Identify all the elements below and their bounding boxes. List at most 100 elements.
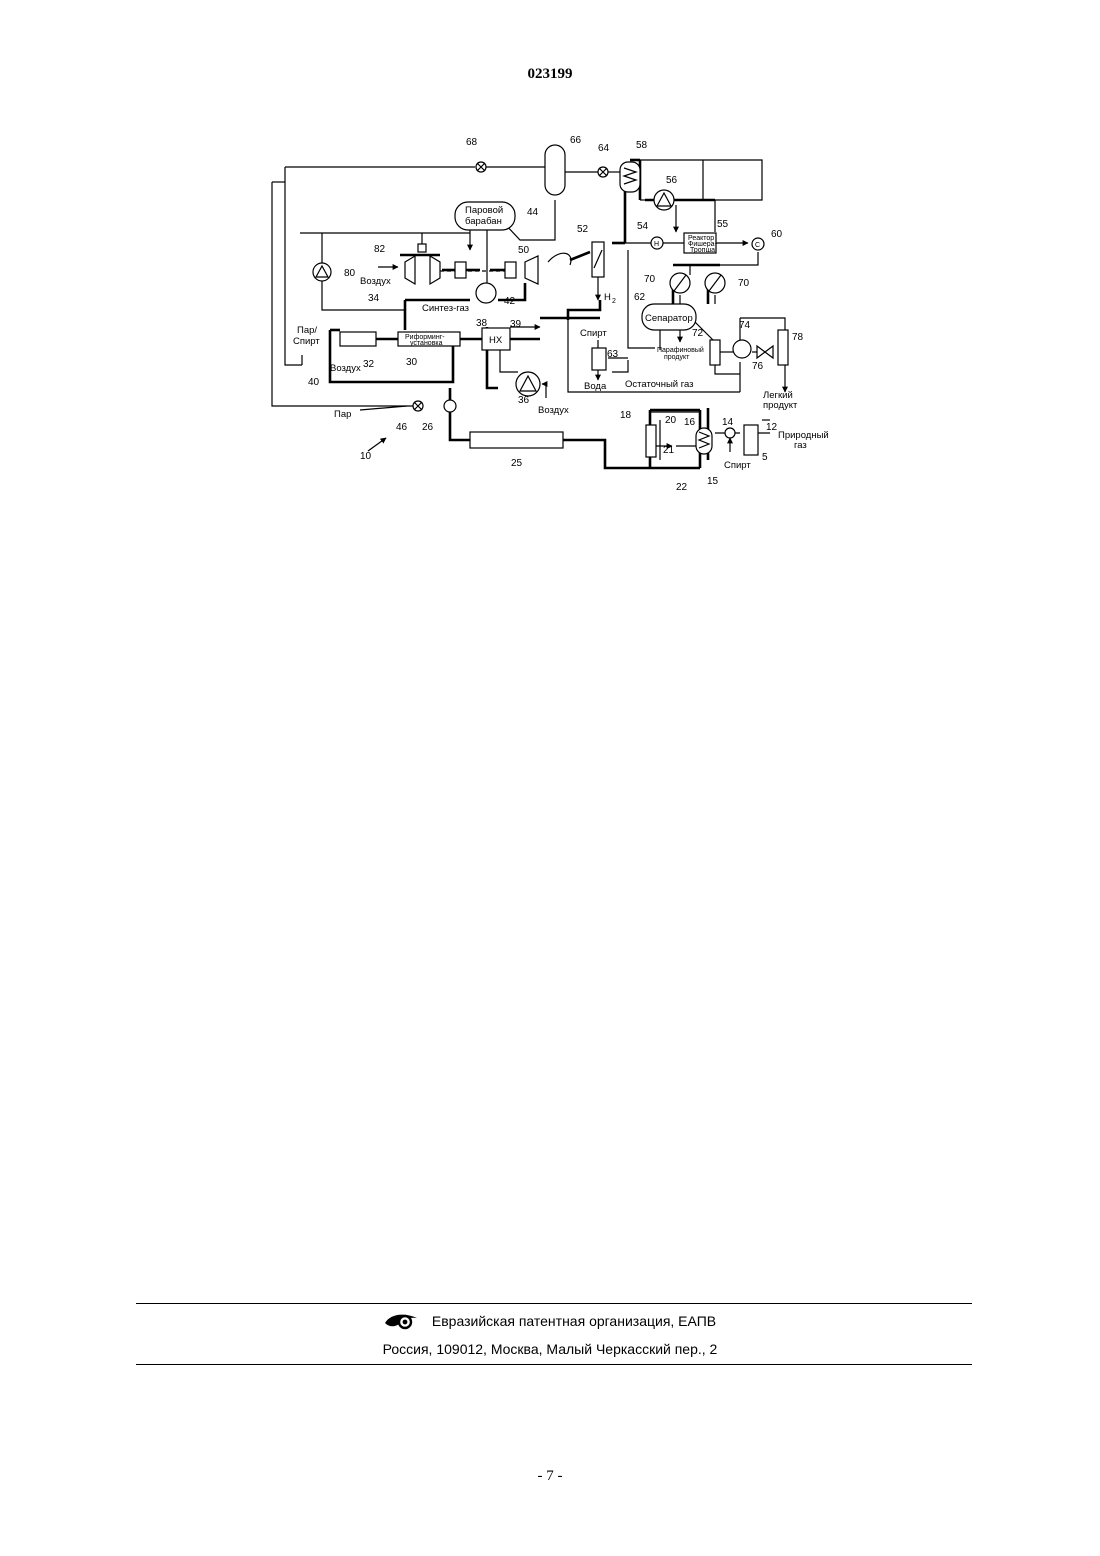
preheater-25 — [470, 432, 563, 448]
eapo-logo-icon — [384, 1312, 418, 1333]
ref-number: 39 — [510, 319, 522, 330]
ref-number: 72 — [692, 328, 704, 339]
diagram-label: C — [755, 242, 760, 249]
ref-number: 46 — [396, 422, 408, 433]
diagram-label: Пар — [334, 409, 351, 420]
ref-number: 10 — [360, 451, 372, 462]
cooler-70a-icon — [670, 273, 690, 293]
unit-12 — [744, 425, 758, 455]
turbine-82 — [405, 256, 415, 284]
ref-number: 52 — [577, 224, 589, 235]
ref-number: 80 — [344, 268, 356, 279]
ref-number: 34 — [368, 293, 380, 304]
footer-bottom-rule — [136, 1364, 972, 1365]
footer-top-rule — [136, 1303, 972, 1304]
vessel-18 — [646, 425, 656, 457]
diagram-label: Спирт — [293, 336, 320, 347]
footer-org-text: Евразийская патентная организация, ЕАПВ — [432, 1313, 716, 1329]
diagram-label: газ — [794, 440, 807, 451]
valve-46-icon — [413, 401, 423, 411]
ref-number: 44 — [527, 207, 539, 218]
diagram-label: Остаточный газ — [625, 379, 694, 390]
diagram-canvas: 68 66 64 58 56 55 54 60 44 52 50 82 80 4… — [0, 0, 1100, 520]
ref-number: 70 — [644, 274, 656, 285]
ref-number: 63 — [607, 349, 619, 360]
ref-number: 68 — [466, 137, 478, 148]
cooler-70b-icon — [705, 273, 725, 293]
ref-number: 26 — [422, 422, 434, 433]
diagram-label: барабан — [465, 216, 502, 227]
page-number: - 7 - — [0, 1468, 1100, 1485]
diagram-label: установка — [410, 340, 443, 347]
ref-number: 78 — [792, 332, 804, 343]
diagram-label: Пар/ — [297, 325, 317, 336]
ref-number: 64 — [598, 143, 610, 154]
diagram-label: Сепаратор — [645, 313, 693, 324]
vessel-72 — [710, 340, 720, 365]
diagram-label: Синтез-газ — [422, 303, 469, 314]
ref-number: 60 — [771, 229, 783, 240]
ref-number: 30 — [406, 357, 418, 368]
mixer-26-icon — [444, 400, 456, 412]
diagram-label: продукт — [664, 354, 690, 361]
ref-number: 5 — [762, 452, 768, 463]
diagram-label: Спирт — [724, 460, 751, 471]
unit-74 — [733, 340, 751, 358]
ref-number: 76 — [752, 361, 764, 372]
pump-56-icon — [654, 190, 674, 210]
ref-number: 70 — [738, 278, 750, 289]
footer-organization: Евразийская патентная организация, ЕАПВ — [0, 1312, 1100, 1333]
ref-number: 58 — [636, 140, 648, 151]
diagram-label: Паровой — [465, 205, 503, 216]
column-78 — [778, 330, 788, 365]
valve-64-icon — [598, 167, 608, 177]
ref-number: 56 — [666, 175, 678, 186]
ref-number: 22 — [676, 482, 688, 493]
ref-number: 32 — [363, 359, 375, 370]
footer-address: Россия, 109012, Москва, Малый Черкасский… — [0, 1341, 1100, 1357]
exchanger-16 — [696, 428, 712, 454]
pump-36-icon — [516, 372, 540, 396]
ref-number: 54 — [637, 221, 649, 232]
compressor-50 — [525, 256, 538, 284]
ref-number: 15 — [707, 476, 719, 487]
diagram-label: Тропша — [690, 247, 715, 254]
valve-76-icon — [757, 346, 773, 358]
separator-63 — [592, 348, 606, 370]
ref-number: 25 — [511, 458, 523, 469]
diagram-label: 2 — [612, 298, 616, 305]
mixer-14-icon — [725, 428, 735, 438]
ref-number: 12 — [766, 422, 778, 433]
valve-68-icon — [476, 162, 486, 172]
diagram-label: H — [654, 241, 659, 248]
ref-number: 40 — [308, 377, 320, 388]
diagram-label: Парафиновый — [657, 346, 704, 354]
ref-number: 50 — [518, 245, 530, 256]
ref-number: 55 — [717, 219, 729, 230]
ref-number: 36 — [518, 395, 530, 406]
drum-66 — [545, 145, 565, 195]
process-flow-diagram: 68 66 64 58 56 55 54 60 44 52 50 82 80 4… — [0, 0, 1100, 520]
diagram-label: НХ — [489, 335, 503, 346]
ref-number: 42 — [504, 296, 516, 307]
ref-number: 21 — [663, 445, 675, 456]
pump-80-icon — [313, 263, 331, 281]
ref-number: 20 — [665, 415, 677, 426]
diagram-label: Воздух — [538, 405, 569, 416]
diagram-label: Воздух — [330, 363, 361, 374]
ref-number: 16 — [684, 417, 696, 428]
ref-number: 62 — [634, 292, 646, 303]
splitter-32 — [340, 332, 376, 346]
diagram-label: Вода — [584, 381, 607, 392]
ref-number: 66 — [570, 135, 582, 146]
ref-number: 82 — [374, 244, 386, 255]
heat-exchanger-58 — [620, 162, 640, 192]
ref-number: 18 — [620, 410, 632, 421]
diagram-label: продукт — [763, 400, 798, 411]
diagram-label: H — [604, 292, 611, 303]
ref-number: 74 — [739, 320, 751, 331]
diagram-label: Воздух — [360, 276, 391, 287]
ref-number: 14 — [722, 417, 734, 428]
diagram-label: Спирт — [580, 328, 607, 339]
cooler-42 — [476, 283, 496, 303]
